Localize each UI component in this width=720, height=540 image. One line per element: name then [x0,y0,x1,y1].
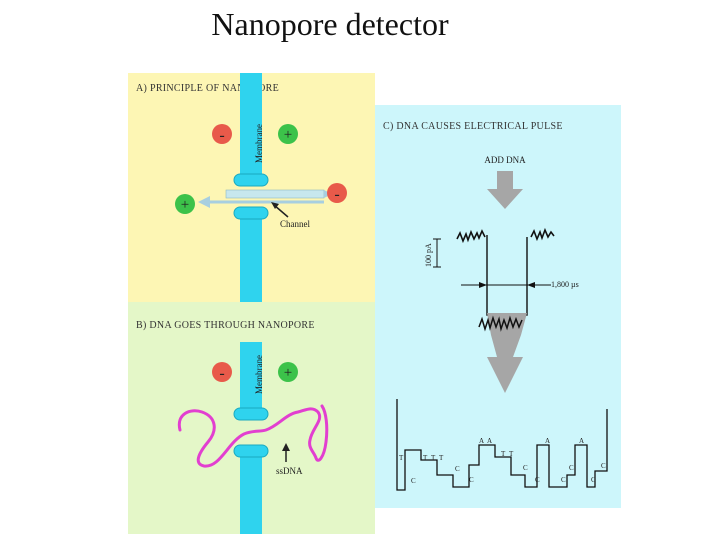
blockade-noise [478,315,523,332]
panel-principle-of-nanopore: A) PRINCIPLE OF NANOPORE Membrane - + + … [128,73,375,302]
trace-letter: T [509,450,514,458]
minus-sign: - [219,365,224,382]
panel-c-title: C) DNA CAUSES ELECTRICAL PULSE [383,121,563,132]
trace-letter: C [411,477,416,485]
plus-circle-left [175,194,195,214]
membrane-upper [240,342,262,412]
trace-letter: T [439,454,444,462]
panel-a-diagram: Membrane - + + - Channel [175,73,347,302]
arrow-head-left [198,196,210,208]
trace-letter: T [501,450,506,458]
trace-letter: C [455,465,460,473]
panel-a-title: A) PRINCIPLE OF NANOPORE [136,83,280,94]
ssdna-label: ssDNA [276,466,303,476]
minus-circle-right [327,183,347,203]
duration-arrow-right [527,282,535,288]
baseline-noise-right [530,227,555,242]
funnel-arrow [487,313,527,393]
plus-sign-top: + [284,127,292,143]
step-trace [396,399,608,491]
current-scale-label: 100 pA [424,243,433,267]
trace-letter: C [569,464,574,472]
trace-letter: C [469,476,474,484]
plus-sign-left: + [181,197,189,213]
pore-cap-bottom [233,206,269,220]
pore-cap-bottom [233,444,269,458]
membrane-lower [240,452,262,534]
ssdna-pointer-head [282,443,290,451]
minus-sign-right: - [334,186,339,203]
plus-circle-top [278,124,298,144]
add-dna-label: ADD DNA [484,155,526,165]
ssdna-strand [177,404,329,468]
panel-b-diagram: Membrane - + ssDNA [177,342,329,534]
trace-letter: T [399,454,404,462]
trace-letter: C [591,476,596,484]
add-dna-arrow [487,171,523,209]
trace-letters: T C T T T C C A A T T C C A C C A C C [399,437,606,485]
trace-letter: C [561,476,566,484]
panel-dna-goes-through-nanopore: B) DNA GOES THROUGH NANOPORE Membrane - … [128,302,375,534]
panel-b-title: B) DNA GOES THROUGH NANOPORE [136,320,315,331]
membrane-label: Membrane [254,124,264,163]
duration-label: 1,800 µs [551,280,579,289]
minus-circle-top [212,124,232,144]
duration-arrow-left [479,282,487,288]
trace-letter: A [579,437,584,445]
channel-pointer-head [271,202,279,209]
minus-sign-top: - [219,127,224,144]
trace-letter: C [535,476,540,484]
panel-c-diagram: ADD DNA 100 pA 1,800 µs T C T T T C C [396,155,608,491]
trace-letter: A [479,437,484,445]
trace-letter: A [487,437,492,445]
page-title: Nanopore detector [211,6,449,42]
pulse-outline [486,235,528,316]
trace-letter: C [601,462,606,470]
membrane-lower [240,213,262,302]
channel-bar [225,189,325,199]
minus-circle [212,362,232,382]
trace-letter: C [523,464,528,472]
trace-letter: T [431,454,436,462]
pore-cap-top [233,173,269,187]
pore-cap-top [233,407,269,421]
trace-letter: A [545,437,550,445]
membrane-label: Membrane [254,355,264,394]
plus-circle [278,362,298,382]
baseline-noise-left [456,229,486,244]
trace-letter: T [423,454,428,462]
membrane-upper [240,73,262,178]
channel-label: Channel [280,219,310,229]
panel-dna-causes-electrical-pulse: C) DNA CAUSES ELECTRICAL PULSE ADD DNA 1… [375,105,621,508]
plus-sign: + [284,365,292,381]
